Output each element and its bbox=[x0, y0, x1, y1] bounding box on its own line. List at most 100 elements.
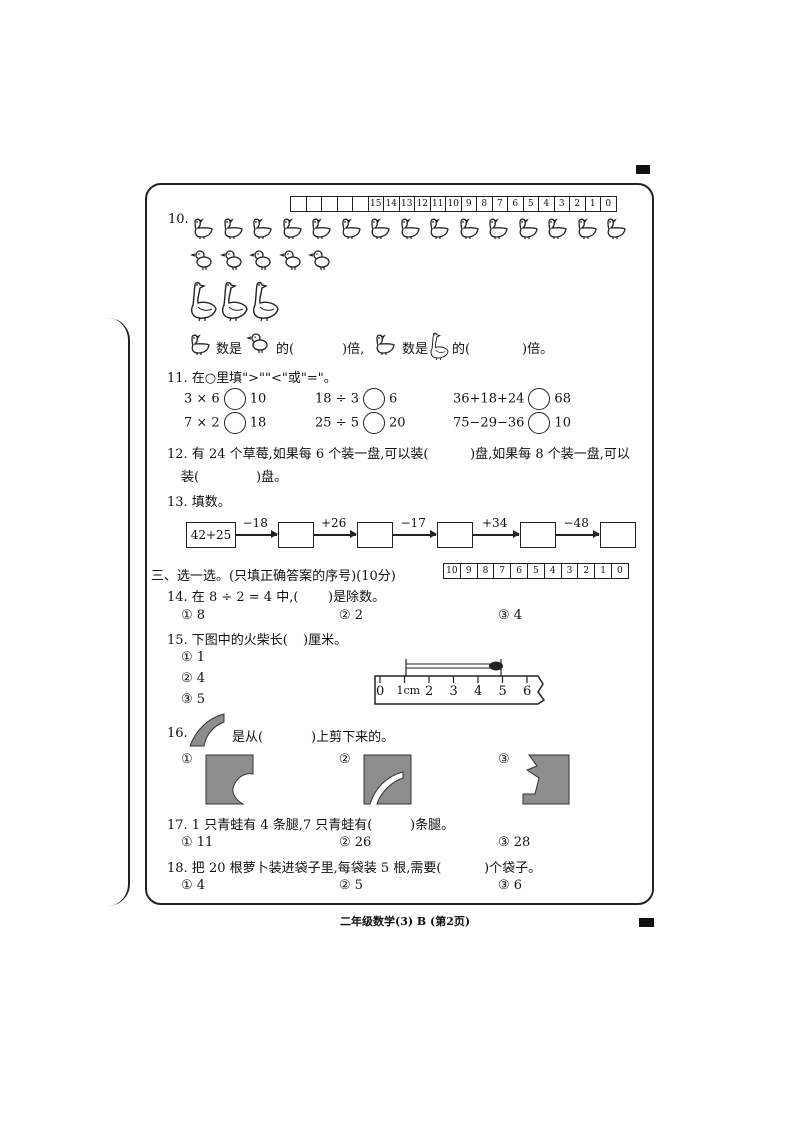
comparison-right: 68 bbox=[554, 391, 571, 407]
comparison-right: 10 bbox=[554, 415, 571, 431]
ruler-label: 2 bbox=[425, 684, 434, 699]
duck-icon bbox=[250, 216, 274, 244]
q18-option-3[interactable]: ③ 6 bbox=[498, 878, 523, 893]
q10-question-line: 数是 的( )倍, 数是 的( )倍。 bbox=[188, 332, 608, 361]
q15-option-3[interactable]: ③ 5 bbox=[181, 692, 206, 707]
q16-option-1-shape[interactable] bbox=[205, 754, 255, 806]
q16-stem-b: )上剪下来的。 bbox=[311, 730, 395, 745]
q15-option-2[interactable]: ② 4 bbox=[181, 671, 206, 686]
operation-label: −48 bbox=[563, 516, 589, 530]
q16-option-3-label[interactable]: ③ bbox=[498, 752, 510, 767]
q10-number: 10. bbox=[168, 212, 189, 227]
score-cell: 7 bbox=[493, 197, 508, 211]
comparison-item: 3 × 6 10 bbox=[184, 388, 266, 410]
operation-label: +34 bbox=[482, 516, 508, 530]
ruler-label: 6 bbox=[523, 684, 532, 699]
ruler-label: 0 bbox=[376, 684, 385, 699]
q18-option-1[interactable]: ① 4 bbox=[181, 878, 206, 893]
cut-piece-shape bbox=[189, 713, 225, 747]
q16-option-1-label[interactable]: ① bbox=[181, 752, 193, 767]
q10-text-5: 的( bbox=[452, 342, 471, 357]
score-cell: 12 bbox=[415, 197, 431, 211]
answer-box[interactable] bbox=[357, 522, 393, 548]
score-cell: 4 bbox=[545, 564, 562, 578]
q17-stem-b: )条腿。 bbox=[410, 818, 455, 833]
duck-icon bbox=[339, 216, 363, 244]
q17-option-3[interactable]: ③ 28 bbox=[498, 835, 531, 850]
ruler-label: 5 bbox=[498, 684, 507, 699]
score-cell: 2 bbox=[578, 564, 596, 578]
q17-option-1[interactable]: ① 11 bbox=[181, 835, 214, 850]
answer-circle[interactable] bbox=[362, 388, 385, 410]
goose-icon bbox=[250, 281, 280, 325]
ruler-with-match bbox=[374, 659, 546, 705]
q18-option-2[interactable]: ② 5 bbox=[339, 878, 364, 893]
comparison-item: 36+18+24 68 bbox=[453, 388, 571, 410]
q14-option-2[interactable]: ② 2 bbox=[339, 608, 364, 623]
score-cell: 10 bbox=[444, 564, 461, 578]
duck-icon bbox=[188, 332, 212, 360]
comparison-left: 7 × 2 bbox=[184, 415, 220, 431]
q14-option-3[interactable]: ③ 4 bbox=[498, 608, 523, 623]
ruler-label: 3 bbox=[449, 684, 458, 699]
chick-icon bbox=[190, 249, 214, 275]
comparison-right: 18 bbox=[249, 415, 267, 431]
chick-icon bbox=[246, 332, 270, 358]
answer-circle[interactable] bbox=[223, 388, 246, 410]
score-cell: 4 bbox=[539, 197, 555, 211]
score-cell: 11 bbox=[431, 197, 446, 211]
q10-text-4: 数是 bbox=[402, 342, 429, 357]
score-cell: 5 bbox=[524, 197, 539, 211]
duck-icon bbox=[575, 216, 599, 244]
score-cell: 0 bbox=[617, 566, 623, 576]
q16-option-2-label[interactable]: ② bbox=[339, 752, 351, 767]
ruler-label: 1cm bbox=[396, 684, 421, 697]
section-3-title: 三、选一选。(只填正确答案的序号)(10分) bbox=[151, 569, 396, 584]
score-cell: 8 bbox=[478, 564, 495, 578]
q16-option-2-shape[interactable] bbox=[363, 754, 413, 806]
q17-option-2[interactable]: ② 26 bbox=[339, 835, 372, 850]
goose-icon bbox=[428, 332, 450, 364]
ruler-label: 4 bbox=[474, 684, 483, 699]
answer-circle[interactable] bbox=[362, 412, 385, 434]
q16-option-3-shape[interactable] bbox=[521, 754, 571, 806]
chick-icon bbox=[308, 249, 332, 275]
answer-circle[interactable] bbox=[528, 388, 551, 410]
match-stick bbox=[405, 663, 495, 669]
q10-text-2: 的( bbox=[276, 342, 295, 357]
q10-text-6: )倍。 bbox=[522, 342, 554, 357]
q15-option-1[interactable]: ① 1 bbox=[181, 650, 206, 665]
start-value-box: 42+25 bbox=[186, 522, 236, 548]
score-cell: 3 bbox=[555, 197, 570, 211]
page-footer: 二年级数学(3) B (第2页) bbox=[340, 915, 471, 928]
answer-box[interactable] bbox=[437, 522, 473, 548]
q14-option-1[interactable]: ① 8 bbox=[181, 608, 206, 623]
comparison-right: 20 bbox=[388, 415, 406, 431]
comparison-right: 6 bbox=[388, 391, 398, 407]
answer-circle[interactable] bbox=[528, 412, 551, 434]
score-cell: 8 bbox=[477, 197, 493, 211]
answer-circle[interactable] bbox=[223, 412, 246, 434]
registration-mark-bottom bbox=[639, 918, 654, 927]
comparison-left: 36+18+24 bbox=[453, 391, 525, 407]
q18-stem-b: )个袋子。 bbox=[484, 861, 542, 876]
comparison-right: 10 bbox=[249, 391, 267, 407]
q11-title: 11. 在○里填">""<"或"="。 bbox=[167, 371, 337, 386]
comparison-left: 3 × 6 bbox=[184, 391, 220, 407]
duck-icon bbox=[373, 332, 397, 360]
score-cell: 9 bbox=[461, 564, 478, 578]
registration-mark-top bbox=[636, 165, 650, 174]
comparison-item: 7 × 2 18 bbox=[184, 412, 266, 434]
duck-icon bbox=[604, 216, 628, 244]
answer-box[interactable] bbox=[600, 522, 636, 548]
answer-box[interactable] bbox=[520, 522, 556, 548]
score-cell: 5 bbox=[528, 564, 545, 578]
chick-icon bbox=[278, 249, 303, 275]
answer-box[interactable] bbox=[278, 522, 314, 548]
score-cell: 9 bbox=[462, 197, 477, 211]
q12-line1b: )盘,如果每 8 个装一盘,可以 bbox=[470, 447, 630, 462]
q14-stem-a: 14. 在 8 ÷ 2 = 4 中,( bbox=[167, 590, 299, 605]
